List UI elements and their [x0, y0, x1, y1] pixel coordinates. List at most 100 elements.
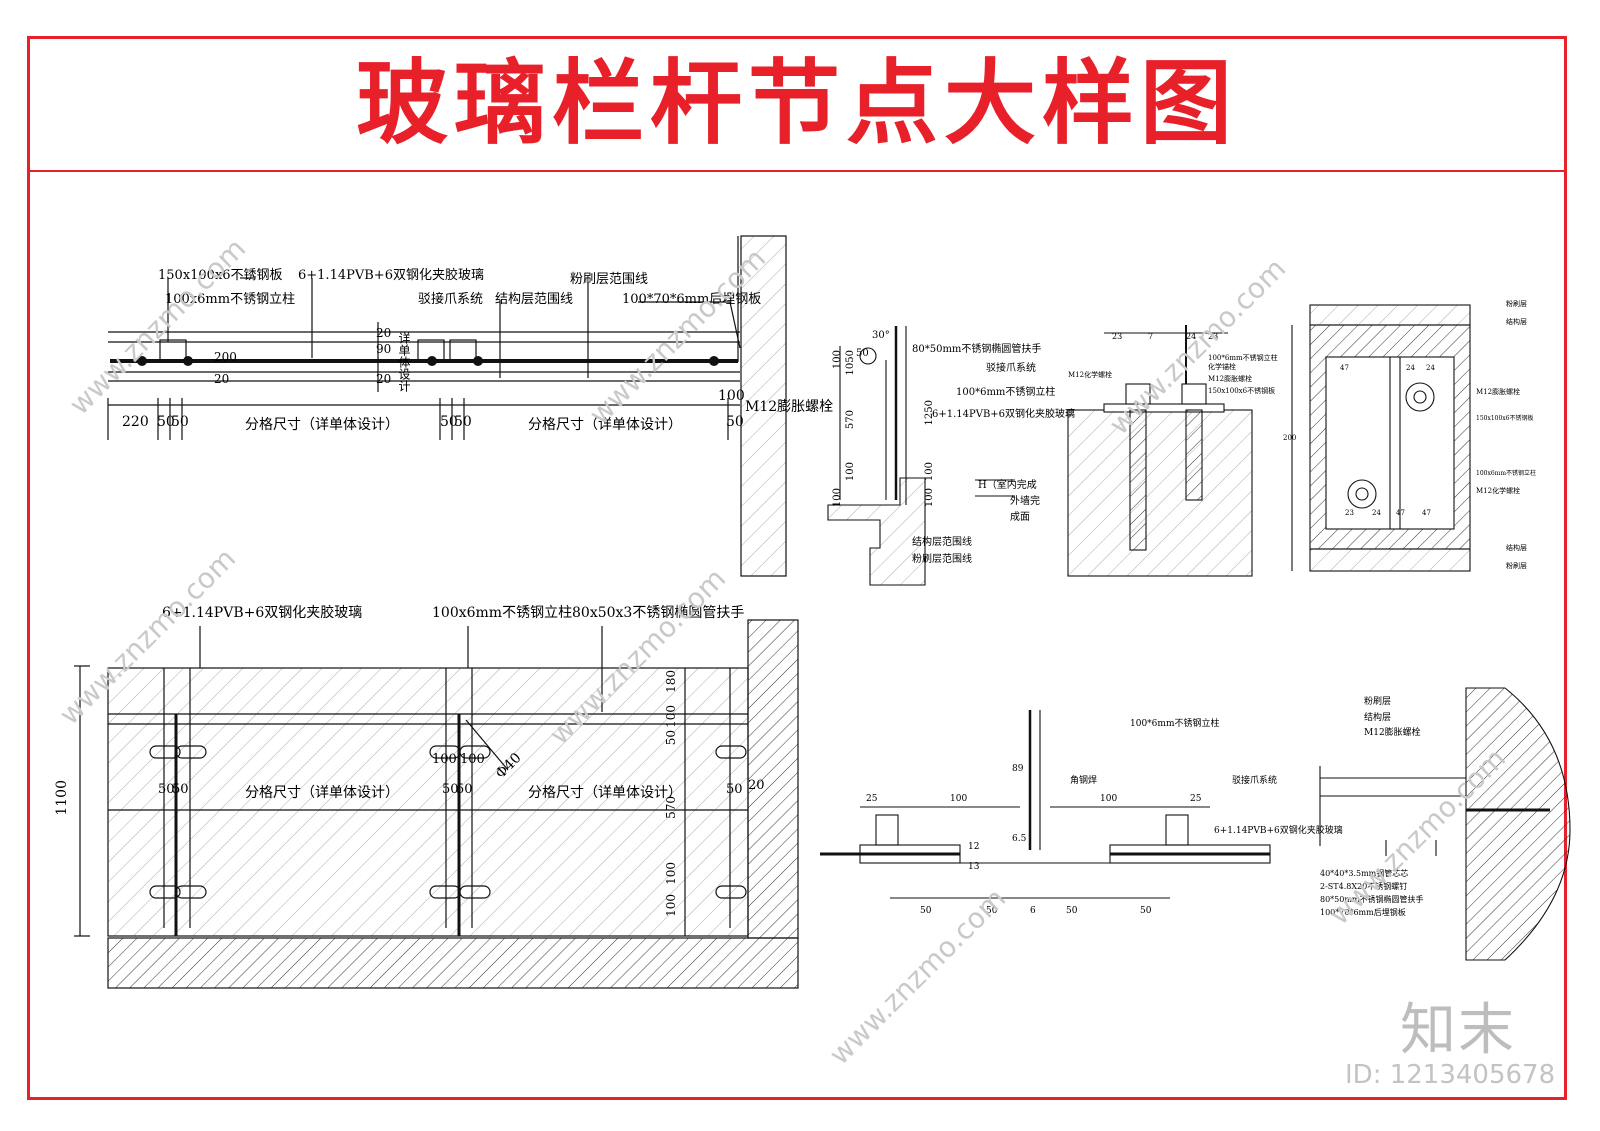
- wall-label-plate: 100*70*6mm后埋钢板: [1320, 908, 1406, 917]
- elev-dim-100c: 100: [664, 705, 678, 728]
- claw-dim-50b: 50: [986, 906, 998, 916]
- plate-label-6: 结构层: [1506, 544, 1527, 552]
- section-label-handrail: 80*50mm不锈钢椭圆管扶手: [912, 344, 1042, 355]
- title-band: 玻璃栏杆节点大样图: [27, 36, 1567, 172]
- section-label-post: 100*6mm不锈钢立柱: [956, 387, 1056, 398]
- claw-label-post: 100*6mm不锈钢立柱: [1130, 719, 1220, 729]
- elev-dim-50b: 50: [172, 782, 189, 797]
- section-dim-100c: 100: [832, 488, 843, 508]
- image-id-label: ID: 1213405678: [1345, 1060, 1556, 1090]
- claw-dim-25b: 25: [1190, 794, 1202, 804]
- elev-label-glass: 6+1.14PVB+6双钢化夹胶玻璃: [162, 605, 363, 621]
- anchor-label-post: 100*6mm不锈钢立柱: [1208, 354, 1278, 362]
- wall-label-tube: 40*40*3.5mm钢管芯芯: [1320, 869, 1409, 878]
- claw-label-glass: 6+1.14PVB+6双钢化夹胶玻璃: [1214, 826, 1343, 836]
- plan-dim-50b: 50: [171, 414, 189, 430]
- elev-dim-span-2: 分格尺寸（详单体设计）: [528, 785, 682, 801]
- claw-dim-12: 12: [968, 842, 980, 852]
- anchor-dim-7: 7: [1148, 332, 1154, 341]
- plan-dim-100: 100: [718, 388, 745, 404]
- section-label-glass: 6+1.14PVB+6双钢化夹胶玻璃: [932, 409, 1076, 420]
- elev-label-post: 100x6mm不锈钢立柱: [432, 605, 573, 621]
- plate-label-4: 100x6mm不锈钢立柱: [1476, 470, 1537, 477]
- claw-detail: [820, 710, 1271, 899]
- section-label-finish-2: 外墙完: [1010, 496, 1040, 507]
- plate-dim-47a: 47: [1340, 364, 1349, 372]
- plan-label-claw: 驳接爪系统: [418, 292, 484, 307]
- plate-label-2: M12膨胀螺栓: [1476, 388, 1521, 396]
- plan-label-structure: 结构层范围线: [495, 292, 574, 307]
- claw-dim-50c: 50: [1066, 906, 1078, 916]
- plate-detail: [1291, 304, 1471, 572]
- plan-label-anchor-bolt: M12膨胀螺栓: [745, 399, 834, 415]
- claw-dim-100b: 100: [1100, 794, 1118, 804]
- elevation-view: [74, 619, 799, 989]
- anchor-dim-23a: 23: [1112, 332, 1123, 341]
- section-dim-50: 50: [856, 348, 869, 359]
- elev-dim-1100: 1100: [54, 780, 70, 816]
- elev-dim-570: 570: [664, 796, 678, 819]
- section-label-finish-3: 成面: [1010, 512, 1030, 523]
- plate-dim-24a: 24: [1406, 364, 1415, 372]
- claw-dim-25a: 25: [866, 794, 878, 804]
- wall-label-bolt: M12膨胀螺栓: [1364, 728, 1421, 738]
- section-dim-100: 100: [832, 350, 843, 370]
- plan-dim-50d: 50: [454, 414, 472, 430]
- plate-label-7: 粉刷层: [1506, 562, 1527, 570]
- elev-dim-50f: 50: [664, 730, 678, 746]
- claw-dim-100a: 100: [950, 794, 968, 804]
- wall-label-screw: 2-ST4.8X20不锈钢螺钉: [1320, 882, 1408, 891]
- plan-dim-span-2: 分格尺寸（详单体设计）: [528, 417, 682, 433]
- plan-dim-50c: 50: [440, 414, 458, 430]
- anchor-dim-23b: 23: [1208, 332, 1219, 341]
- plan-label-post: 100x6mm不锈钢立柱: [165, 292, 296, 307]
- plate-label-0: 粉刷层: [1506, 300, 1527, 308]
- claw-dim-6-5: 6.5: [1012, 834, 1027, 844]
- wall-label-plaster: 粉刷层: [1364, 697, 1392, 707]
- plate-dim-24b: 24: [1426, 364, 1435, 372]
- section-dim-100b: 100: [845, 462, 856, 482]
- page-title: 玻璃栏杆节点大样图: [355, 50, 1238, 157]
- wall-detail: [1319, 687, 1571, 961]
- claw-label-claw: 驳接爪系统: [1232, 776, 1278, 786]
- elev-dim-100d: 100: [664, 862, 678, 885]
- wall-label-handrail: 80*50mm不锈钢椭圆管扶手: [1320, 895, 1424, 904]
- elev-dim-span-1: 分格尺寸（详单体设计）: [245, 785, 399, 801]
- anchor-label-m12chem: M12化学螺栓: [1068, 371, 1113, 379]
- elev-dim-50a: 50: [158, 782, 175, 797]
- plan-dim-span-1: 分格尺寸（详单体设计）: [245, 417, 399, 433]
- plate-label-5: M12化学螺栓: [1476, 487, 1521, 495]
- claw-label-angle: 角钢焊: [1070, 776, 1098, 786]
- plan-side-note: 详单体设计: [397, 332, 411, 392]
- brand-logo: 知末: [1400, 998, 1516, 1063]
- claw-dim-13: 13: [968, 862, 980, 872]
- section-dim-570: 570: [845, 410, 856, 430]
- plate-dim-47c: 47: [1396, 509, 1405, 517]
- plate-dim-200: 200: [1283, 434, 1297, 442]
- plan-dim-50a: 50: [157, 414, 175, 430]
- elev-dim-50c: 50: [442, 782, 459, 797]
- plate-dim-23: 23: [1345, 509, 1354, 517]
- plan-vdim-20a: 20: [376, 326, 392, 340]
- elev-dim-50d: 50: [456, 782, 473, 797]
- section-dim-100d: 100: [924, 462, 935, 482]
- section-dim-1250: 1250: [924, 400, 935, 426]
- wall-label-structure: 结构层: [1364, 713, 1392, 723]
- plate-dim-47b: 47: [1422, 509, 1431, 517]
- elev-dim-50e: 50: [726, 782, 743, 797]
- elev-dim-20: 20: [748, 778, 765, 793]
- section-label-plaster: 粉刷层范围线: [912, 554, 972, 565]
- plan-vdim-90: 90: [376, 342, 392, 356]
- section-label-structure: 结构层范围线: [912, 537, 972, 548]
- plan-vdim-20c: 20: [376, 372, 392, 386]
- anchor-detail: [1067, 325, 1253, 577]
- section-dim-1050: 1050: [845, 350, 856, 376]
- anchor-dim-24: 24: [1186, 332, 1197, 341]
- section-label-finish-1: H（室内完成: [978, 480, 1037, 491]
- plate-dim-24c: 24: [1372, 509, 1381, 517]
- claw-dim-89: 89: [1012, 764, 1024, 774]
- plan-view: [107, 235, 787, 577]
- elev-dim-180: 180: [664, 670, 678, 693]
- anchor-label-chem: 化学锚栓: [1208, 363, 1236, 371]
